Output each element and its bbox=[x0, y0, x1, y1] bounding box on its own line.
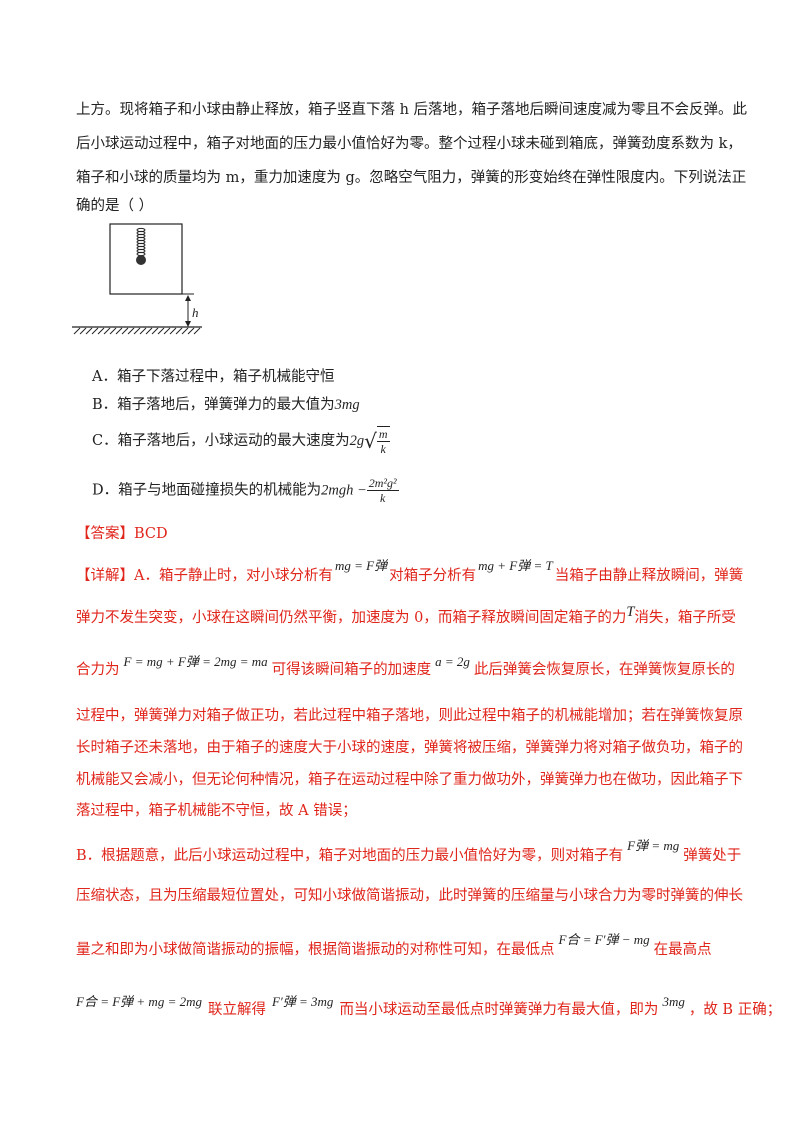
detail-line-1: 【详解】A．箱子静止时，对小球分析有mg = F弹对箱子分析有mg + F弹 =… bbox=[76, 558, 744, 584]
option-a: A．箱子下落过程中，箱子机械能守恒 bbox=[92, 369, 335, 385]
option-d-prefix: 2mgh − bbox=[321, 482, 367, 499]
option-c-coef: 2g bbox=[349, 433, 365, 449]
question-line-3: 箱子和小球的质量均为 m，重力加速度为 g。忽略空气阻力，弹簧的形变始终在弹性限… bbox=[76, 170, 747, 186]
question-line-2: 后小球运动过程中，箱子对地面的压力最小值恰好为零。整个过程小球未碰到箱底，弹簧劲… bbox=[76, 136, 742, 152]
answer-label: 【答案】BCD bbox=[76, 526, 168, 542]
detail-line-10: 量之和即为小球做简谐振动的振幅，根据简谐振动的对称性可知，在最低点F合 = F′… bbox=[76, 932, 712, 958]
option-b-value: 3mg bbox=[334, 397, 360, 413]
detail-line-11: F合 = F弹 + mg = 2mg联立解得F′弹 = 3mg而当小球运动至最低… bbox=[76, 994, 782, 1018]
detail-line-5: 长时箱子还未落地，由于箱子的速度大于小球的速度，弹簧将被压缩，弹簧弹力将对箱子做… bbox=[76, 740, 743, 756]
spring bbox=[136, 227, 146, 257]
detail-line-4: 过程中，弹簧弹力对箱子做正功，若此过程中箱子落地，则此过程中箱子的机械能增加；若… bbox=[76, 708, 743, 724]
box bbox=[109, 223, 183, 295]
detail-line-8: B．根据题意，此后小球运动过程中，箱子对地面的压力最小值恰好为零，则对箱子有F弹… bbox=[76, 838, 742, 864]
box-spring-figure: h bbox=[72, 223, 202, 335]
question-line-4: 确的是（ ） bbox=[76, 198, 154, 214]
detail-line-3: 合力为F = mg + F弹 = 2mg = ma可得该瞬间箱子的加速度a = … bbox=[76, 654, 735, 678]
option-b: B．箱子落地后，弹簧弹力的最大值为3mg bbox=[92, 397, 360, 413]
detail-line-2: 弹力不发生突变，小球在这瞬间仍然平衡，加速度为 0，而箱子释放瞬间固定箱子的力T… bbox=[76, 604, 736, 626]
ball bbox=[136, 255, 146, 265]
detail-line-9: 压缩状态，且为压缩最短位置处，可知小球做简谐振动，此时弹簧的压缩量与小球合力为零… bbox=[76, 888, 743, 904]
question-line-1: 上方。现将箱子和小球由静止释放，箱子竖直下落 h 后落地，箱子落地后瞬间速度减为… bbox=[76, 102, 748, 118]
h-label: h bbox=[192, 305, 199, 320]
detail-line-7: 落过程中，箱子机械能不守恒，故 A 错误； bbox=[76, 803, 357, 819]
detail-line-6: 机械能又会减小，但无论何种情况，箱子在运动过程中除了重力做功外，弹簧弹力也在做功… bbox=[76, 772, 743, 788]
ground-hatch bbox=[73, 327, 201, 335]
